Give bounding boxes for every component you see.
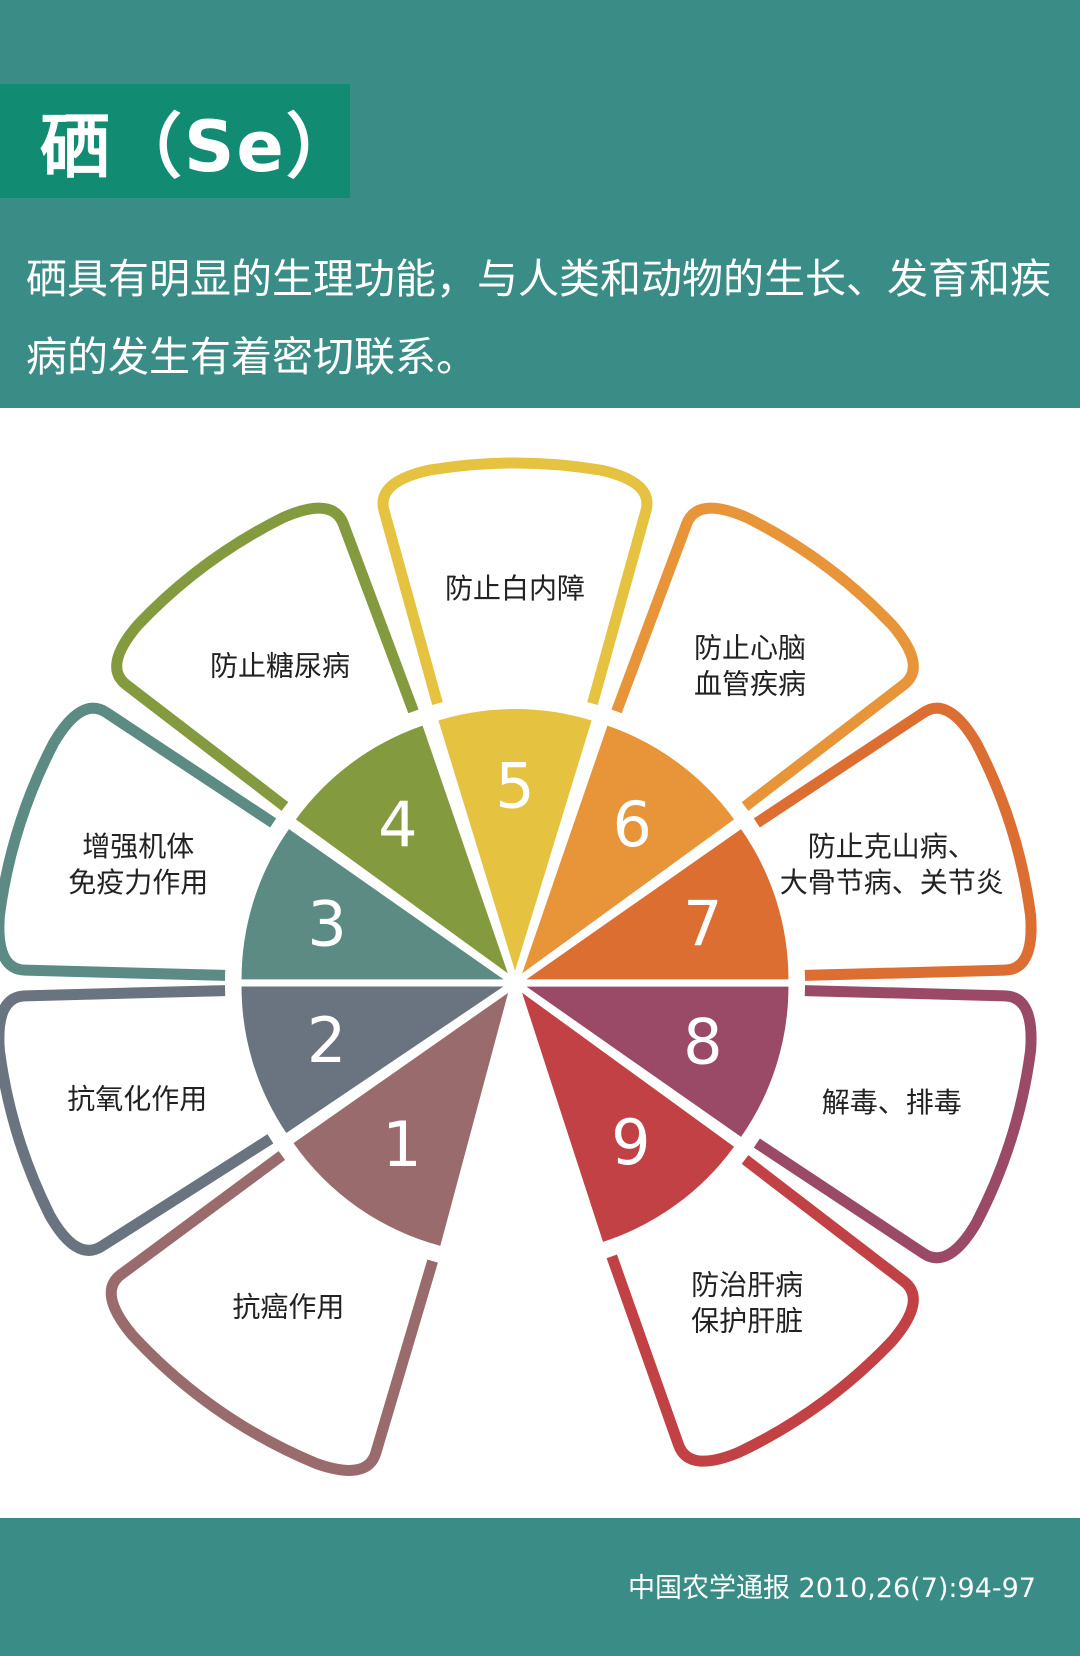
wedge-6	[522, 725, 735, 974]
wedge-7	[526, 829, 789, 980]
function-label-8: 解毒、排毒	[822, 1086, 962, 1119]
function-label-3: 增强机体免疫力作用	[68, 830, 208, 899]
function-label-9: 防治肝病保护肝脏	[691, 1269, 803, 1338]
numbers-group: 12 34 5 67 89	[307, 750, 723, 1181]
wedge-number-6: 6	[612, 788, 651, 861]
outer-arcs-group	[0, 457, 1037, 1476]
function-label-5: 防止白内障	[445, 572, 585, 605]
footer-banner: 中国农学通报 2010,26(7):94-97	[0, 1518, 1080, 1656]
wedge-number-1: 1	[382, 1108, 421, 1181]
bracket-arc-4	[111, 502, 419, 811]
wedge-number-5: 5	[495, 750, 534, 823]
header-banner: 硒（Se） 硒具有明显的生理功能，与人类和动物的生长、发育和疾病的发生有着密切联…	[0, 0, 1080, 408]
function-label-4: 防止糖尿病	[210, 649, 350, 682]
page-title: 硒（Se）	[40, 105, 358, 188]
bracket-arc-8	[753, 985, 1037, 1264]
wedge-9	[522, 992, 735, 1242]
wedge-4	[295, 725, 508, 974]
function-label-7: 防止克山病、大骨节病、关节炎	[780, 830, 1004, 899]
function-label-2: 抗氧化作用	[67, 1082, 207, 1115]
wedge-3	[241, 829, 504, 980]
wedge-2	[241, 986, 504, 1134]
bracket-arc-2	[0, 985, 274, 1256]
wedge-number-7: 7	[683, 887, 722, 960]
bracket-arc-6	[611, 502, 919, 811]
wedge-8	[526, 986, 789, 1137]
title-box: 硒（Se）	[0, 84, 356, 198]
labels-group: 抗癌作用 抗氧化作用 增强机体免疫力作用 防止糖尿病 防止白内障防止心脑血管疾病防止克山…	[67, 572, 1003, 1338]
bracket-arc-9	[606, 1155, 919, 1467]
bracket-arc-7	[753, 702, 1037, 981]
wedge-1	[293, 992, 509, 1246]
bracket-arc-3	[0, 702, 277, 981]
wedge-5	[438, 709, 592, 971]
wedges-group	[241, 709, 789, 1246]
wedge-number-4: 4	[378, 788, 417, 861]
wedge-number-2: 2	[307, 1004, 346, 1077]
wedge-number-3: 3	[307, 887, 346, 960]
wedge-number-9: 9	[611, 1106, 650, 1179]
citation-text: 中国农学通报 2010,26(7):94-97	[627, 1573, 1036, 1604]
function-label-1: 抗癌作用	[232, 1291, 344, 1324]
bracket-arc-1	[105, 1151, 438, 1476]
intro-text: 硒具有明显的生理功能，与人类和动物的生长、发育和疾病的发生有着密切联系。	[26, 255, 1051, 381]
bracket-arc-5	[377, 457, 653, 706]
function-label-6: 防止心脑血管疾病	[694, 631, 806, 700]
wedge-number-8: 8	[683, 1006, 722, 1079]
